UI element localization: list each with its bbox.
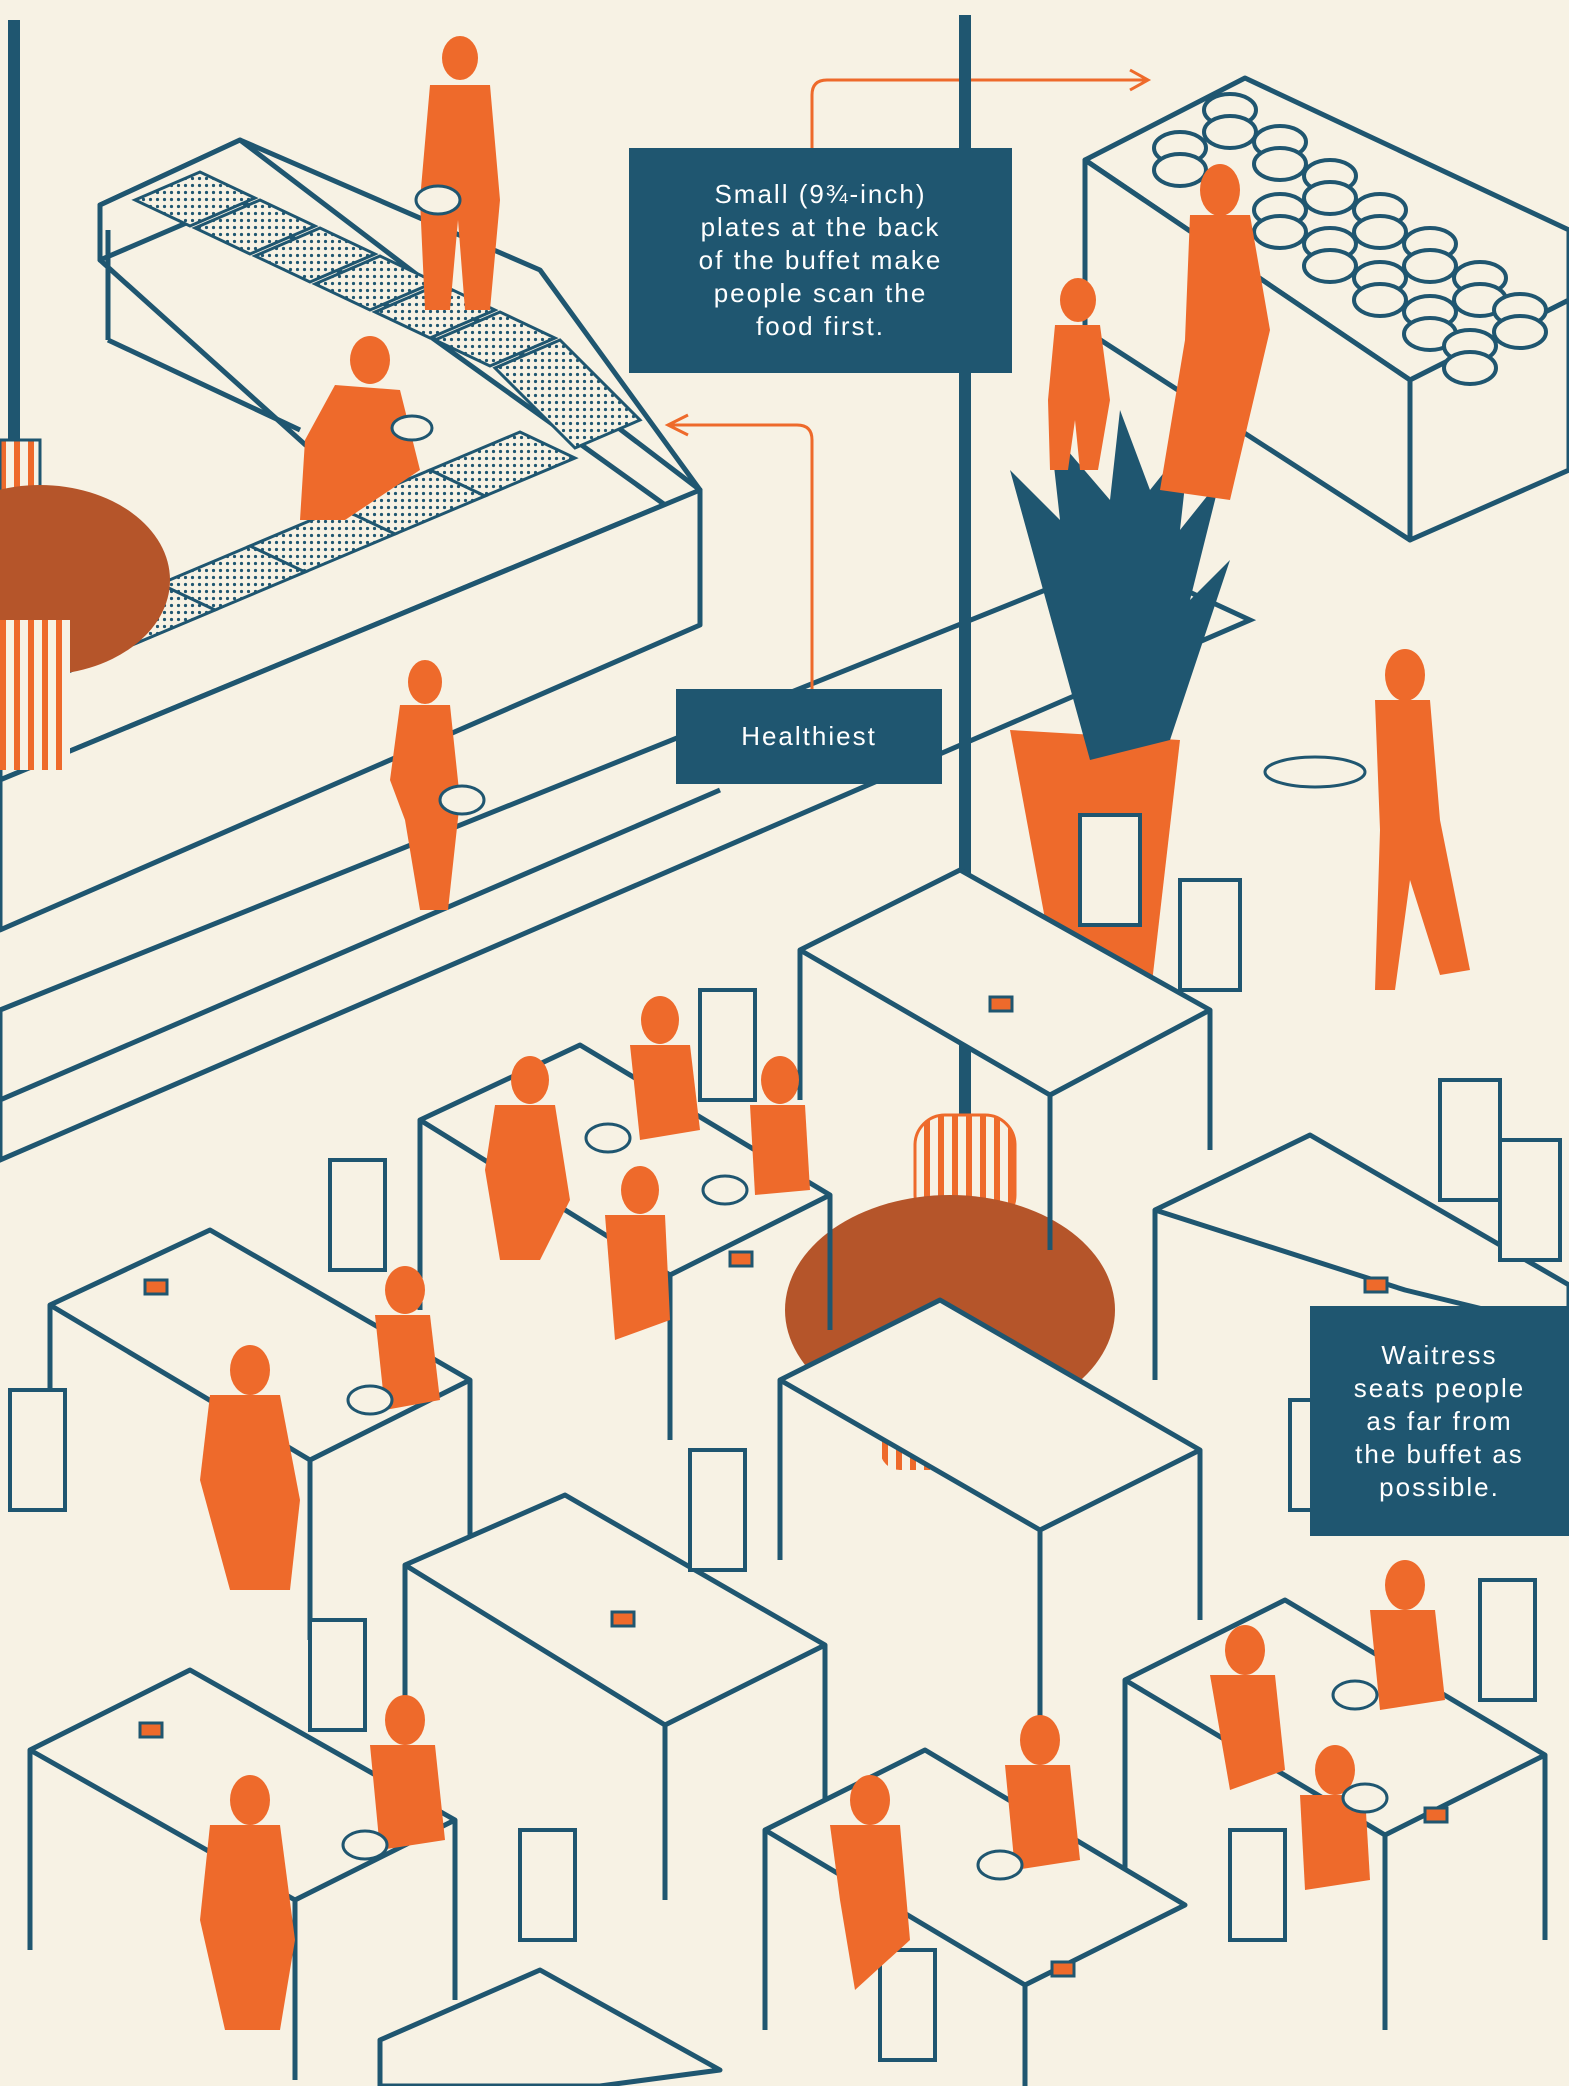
people bbox=[200, 36, 1470, 2030]
callout-arrows bbox=[664, 68, 1152, 690]
table-plates bbox=[341, 184, 1389, 1881]
callout-waitress-seating: Waitress seats people as far from the bu… bbox=[1310, 1306, 1569, 1536]
callout-healthiest: Healthiest bbox=[676, 689, 942, 784]
napkin-holders bbox=[138, 995, 1449, 1978]
chairs bbox=[8, 813, 1562, 2062]
pendant-lamp-left bbox=[0, 438, 170, 770]
plate-stacks bbox=[1152, 92, 1548, 386]
callout-small-plates: Small (9¾-inch) plates at the back of th… bbox=[629, 148, 1012, 373]
